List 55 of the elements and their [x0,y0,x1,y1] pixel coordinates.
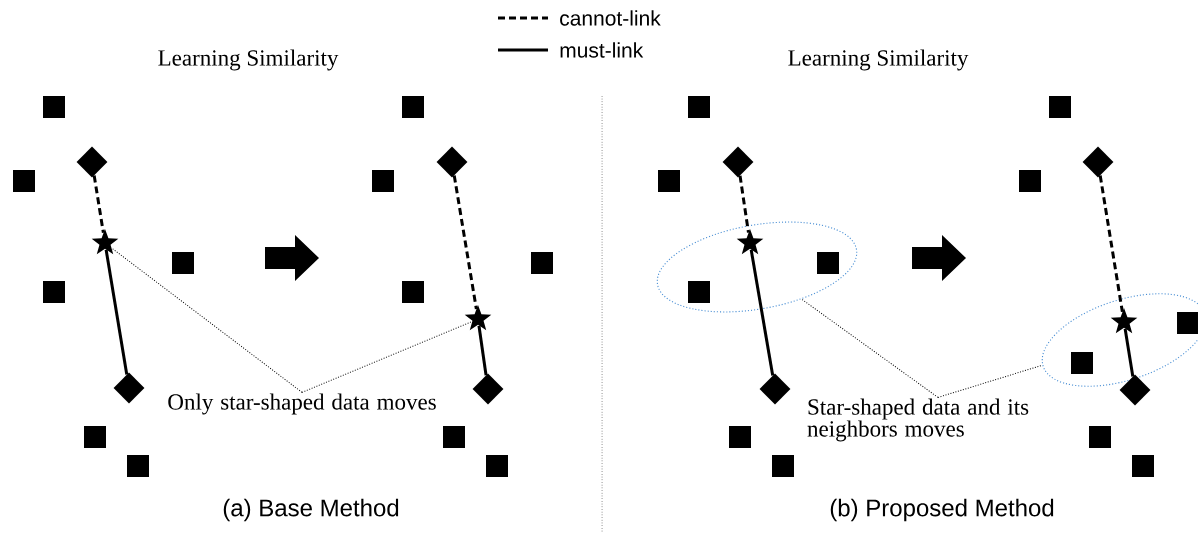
diamond-marker [76,146,108,178]
square-marker [443,426,465,448]
diamond-marker [1119,374,1151,406]
legend-text: must-link [560,42,644,58]
square-marker [486,455,508,477]
panel-caption: (a) Base Method [223,498,399,522]
leader-line [111,247,303,393]
cannot-link-line [452,175,478,310]
diamond-marker [113,372,145,404]
annotation-text: Star-shaped data and its neighbors moves [807,398,1029,442]
legend-text: cannot-link [560,10,661,26]
leader-line [301,321,473,393]
square-marker [1132,455,1154,477]
diamond-marker [1082,146,1114,178]
cannot-link-line [1098,175,1124,313]
square-marker [372,170,394,192]
diamond-marker [472,373,504,405]
panel-heading: Learning Similarity [158,49,339,71]
square-marker [402,96,424,118]
annotation-text: Only star-shaped data moves [168,393,436,415]
square-marker [688,96,710,118]
square-marker [772,455,794,477]
square-marker [1049,96,1071,118]
square-marker [729,426,751,448]
square-marker [43,96,65,118]
square-marker [1019,170,1041,192]
star-marker [91,229,119,255]
star-marker [464,305,492,331]
leader-line [801,298,939,398]
cannot-link-line [738,175,750,233]
square-marker [13,170,35,192]
square-marker [688,281,710,303]
square-marker [172,252,194,274]
square-marker [1089,426,1111,448]
diamond-marker [759,373,791,405]
panel-heading: Learning Similarity [788,49,969,71]
diamond-marker [436,146,468,178]
square-marker [817,252,839,274]
square-marker [84,426,106,448]
star-marker [736,229,764,255]
must-link-line [477,325,488,376]
star-marker [1110,308,1138,334]
must-link-line [749,249,775,376]
must-link-line [1123,328,1135,377]
square-marker [1071,352,1093,374]
diamond-marker [722,146,754,178]
leader-line [937,364,1043,398]
square-marker [43,281,65,303]
cannot-link-line [92,175,105,234]
square-marker [658,170,680,192]
square-marker [531,252,553,274]
square-marker [127,455,149,477]
must-link-line [104,249,129,375]
square-marker [402,281,424,303]
panel-caption: (b) Proposed Method [830,498,1054,522]
